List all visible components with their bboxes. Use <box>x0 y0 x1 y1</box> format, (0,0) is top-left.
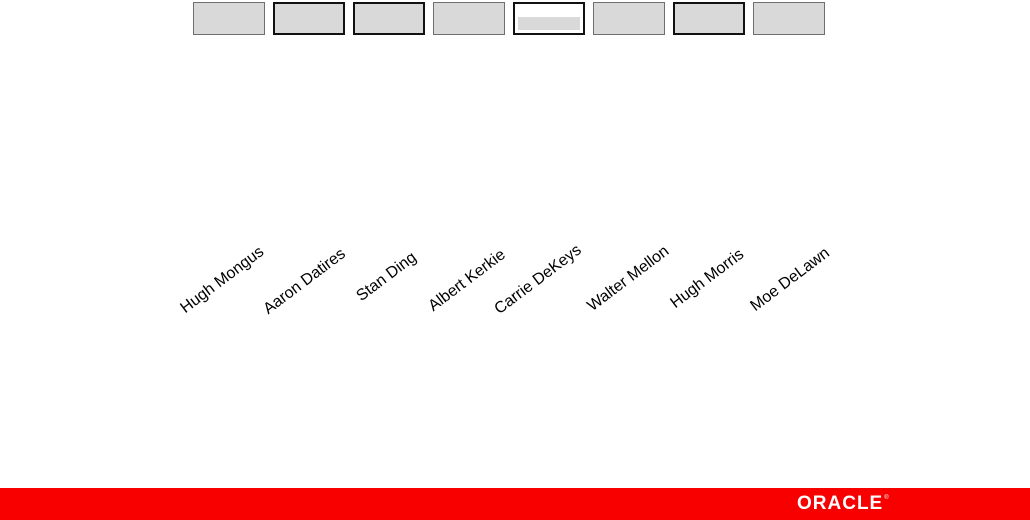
registered-mark-icon: ® <box>884 495 889 501</box>
array-slot-3 <box>353 2 425 35</box>
array-slot-6 <box>593 2 665 35</box>
array-slot-7 <box>673 2 745 35</box>
array-slots <box>0 0 1030 40</box>
name-label-1: Hugh Mongus <box>177 243 268 317</box>
array-slot-8 <box>753 2 825 35</box>
array-slot-5 <box>513 2 585 35</box>
array-slot-2 <box>273 2 345 35</box>
logo-text: ORACLE <box>797 493 884 514</box>
footer-bar: ORACLE ® <box>0 488 1030 520</box>
array-slot-5-fill <box>518 17 580 30</box>
name-label-2: Aaron Datires <box>260 245 349 318</box>
name-label-6: Walter Mellon <box>584 242 673 315</box>
name-label-7: Hugh Morris <box>667 245 748 312</box>
name-label-3: Stan Ding <box>353 248 420 305</box>
name-label-8: Moe DeLawn <box>747 244 833 315</box>
array-slot-1 <box>193 2 265 35</box>
rotated-name-labels: Hugh Mongus Aaron Datires Stan Ding Albe… <box>177 241 833 318</box>
array-slot-4 <box>433 2 505 35</box>
oracle-logo: ORACLE ® <box>797 494 889 514</box>
name-label-5: Carrie DeKeys <box>491 241 585 318</box>
